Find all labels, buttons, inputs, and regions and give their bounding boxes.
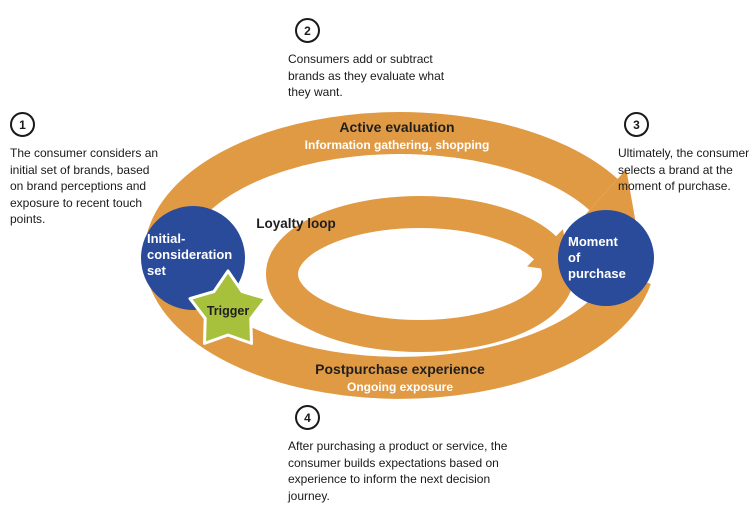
annotation-4-text: After purchasing a product or service, t…: [288, 439, 508, 503]
annotation-1: 1 The consumer considers an initial set …: [10, 112, 162, 228]
annotation-2-number: 2: [295, 18, 320, 43]
moment-of-purchase-line3: purchase: [568, 266, 626, 281]
moment-of-purchase-line2: of: [568, 250, 581, 265]
postpurchase-band: [145, 262, 651, 399]
annotation-3-text: Ultimately, the consumer selects a brand…: [618, 146, 750, 194]
initial-consideration-line1: Initial-: [147, 231, 185, 246]
annotation-4-number: 4: [295, 405, 320, 430]
postpurchase-title: Postpurchase experience: [315, 361, 485, 377]
annotation-3-number: 3: [624, 112, 649, 137]
active-evaluation-title: Active evaluation: [339, 119, 454, 135]
annotation-1-text: The consumer considers an initial set of…: [10, 146, 159, 227]
postpurchase-subtitle: Ongoing exposure: [347, 380, 453, 394]
active-evaluation-band: [145, 112, 618, 250]
active-evaluation-arrowhead-icon: [580, 169, 636, 224]
trigger-label: Trigger: [207, 304, 250, 318]
annotation-4: 4 After purchasing a product or service,…: [288, 405, 524, 504]
annotation-2: 2 Consumers add or subtract brands as th…: [288, 18, 470, 101]
loyalty-loop-band: [266, 196, 574, 352]
moment-of-purchase-line1: Moment: [568, 234, 619, 249]
active-evaluation-subtitle: Information gathering, shopping: [305, 138, 490, 152]
annotation-1-number: 1: [10, 112, 35, 137]
initial-consideration-line2: consideration: [147, 247, 232, 262]
moment-of-purchase-node: [558, 210, 654, 306]
initial-consideration-line3: set: [147, 263, 166, 278]
annotation-3: 3 Ultimately, the consumer selects a bra…: [618, 112, 756, 195]
trigger-star-icon: [188, 269, 268, 345]
loyalty-loop-label: Loyalty loop: [256, 216, 336, 231]
annotation-2-text: Consumers add or subtract brands as they…: [288, 52, 445, 100]
